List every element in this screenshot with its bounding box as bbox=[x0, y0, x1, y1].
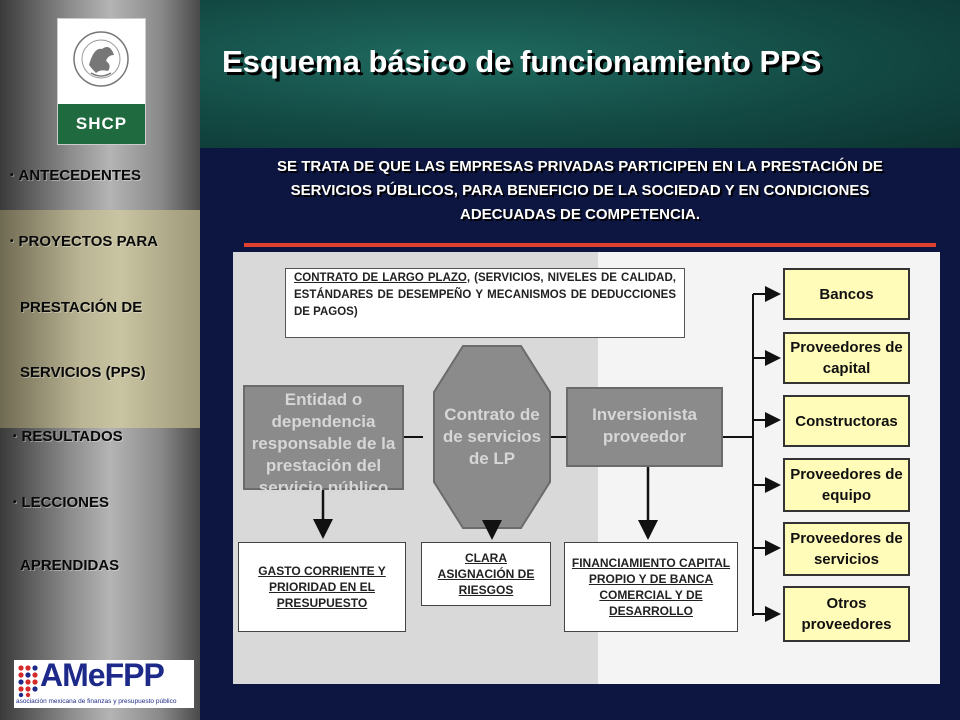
contract-note: CONTRATO DE LARGO PLAZO, (SERVICIOS, NIV… bbox=[285, 268, 685, 338]
nav-item-pps-line3[interactable]: SERVICIOS (PPS) bbox=[10, 364, 146, 381]
nav-label: SERVICIOS (PPS) bbox=[20, 364, 146, 381]
provider-label: Bancos bbox=[819, 285, 874, 303]
entity-line: servicio público bbox=[258, 478, 389, 497]
entity-box: Entidad o dependencia responsable de la … bbox=[243, 385, 404, 497]
shcp-logo-text: SHCP bbox=[58, 104, 145, 144]
provider-label: Otros proveedores bbox=[801, 595, 892, 633]
intro-line: SERVICIOS PÚBLICOS, PARA BENEFICIO DE LA… bbox=[290, 182, 870, 199]
page-title: Esquema básico de funcionamiento PPS bbox=[222, 44, 822, 79]
nav-item-lecciones[interactable]: • LECCIONES bbox=[13, 494, 109, 511]
header bbox=[200, 0, 960, 148]
bullet-icon: • bbox=[13, 497, 17, 508]
provider-label: Proveedores de capital bbox=[790, 339, 903, 377]
provider-label: Constructoras bbox=[795, 412, 898, 430]
investor-line: proveedor bbox=[602, 427, 687, 446]
amefpp-logo: AMeFPP asociación mexicana de finanzas y… bbox=[14, 657, 194, 708]
riesgos-box: CLARA ASIGNACIÓN DE RIESGOS bbox=[421, 542, 551, 606]
investor-line: Inversionista bbox=[592, 405, 697, 424]
provider-bancos: Bancos bbox=[783, 268, 910, 320]
mexican-seal-icon bbox=[73, 31, 129, 87]
amefpp-tagline: asociación mexicana de finanzas y presup… bbox=[16, 698, 177, 705]
financiamiento-text: FINANCIAMIENTO CAPITAL PROPIO Y DE BANCA… bbox=[571, 556, 731, 618]
intro-text: SE TRATA DE QUE LAS EMPRESAS PRIVADAS PA… bbox=[210, 155, 950, 227]
contract-hexagon bbox=[433, 345, 551, 529]
provider-label: Proveedores de servicios bbox=[790, 530, 903, 568]
entity-line: dependencia bbox=[271, 412, 376, 431]
gasto-text: GASTO CORRIENTE Y PRIORIDAD EN EL PRESUP… bbox=[258, 564, 386, 610]
nav-item-pps[interactable]: • PROYECTOS PARA bbox=[10, 233, 158, 250]
contract-note-heading: CONTRATO DE LARGO PLAZO, bbox=[294, 272, 471, 284]
entity-line: responsable de la bbox=[251, 434, 396, 453]
nav-label: LECCIONES bbox=[21, 494, 110, 511]
amefpp-dots-icon bbox=[18, 665, 38, 698]
investor-box: Inversionista proveedor bbox=[566, 387, 723, 467]
provider-otros: Otros proveedores bbox=[783, 586, 910, 642]
sidebar: SHCP • ANTECEDENTES • PROYECTOS PARA PREST… bbox=[0, 0, 200, 720]
nav-label: ANTECEDENTES bbox=[18, 167, 142, 184]
provider-equipo: Proveedores de equipo bbox=[783, 458, 910, 512]
contract-line: de servicios bbox=[442, 427, 542, 446]
nav-item-pps-line2[interactable]: PRESTACIÓN DE bbox=[10, 299, 142, 316]
contract-line: de LP bbox=[468, 449, 516, 468]
bottom-bar bbox=[200, 686, 960, 720]
nav-item-antecedentes[interactable]: • ANTECEDENTES bbox=[10, 167, 141, 184]
nav-item-resultados[interactable]: • RESULTADOS bbox=[13, 428, 123, 445]
amefpp-name: AMeFPP bbox=[40, 657, 165, 693]
nav-label: RESULTADOS bbox=[21, 428, 123, 445]
riesgos-text: CLARA ASIGNACIÓN DE RIESGOS bbox=[437, 551, 535, 597]
financiamiento-box: FINANCIAMIENTO CAPITAL PROPIO Y DE BANCA… bbox=[564, 542, 738, 632]
nav-highlight bbox=[0, 210, 200, 428]
red-divider bbox=[244, 243, 936, 247]
nav-label: APRENDIDAS bbox=[20, 557, 120, 574]
provider-servicios: Proveedores de servicios bbox=[783, 522, 910, 576]
provider-label: Proveedores de equipo bbox=[790, 466, 903, 504]
contract-note-body: (SERVICIOS, NIVELES DE CALIDAD, ESTÁNDAR… bbox=[294, 272, 676, 318]
bullet-icon: • bbox=[10, 236, 14, 247]
bullet-icon: • bbox=[10, 170, 14, 181]
nav-label: PROYECTOS PARA bbox=[18, 233, 158, 250]
diagram-connectors bbox=[313, 286, 781, 622]
pps-diagram: CONTRATO DE LARGO PLAZO, (SERVICIOS, NIV… bbox=[233, 252, 940, 684]
provider-constructoras: Constructoras bbox=[783, 395, 910, 447]
provider-capital: Proveedores de capital bbox=[783, 332, 910, 384]
nav-item-lecciones-line2[interactable]: APRENDIDAS bbox=[10, 557, 119, 574]
shcp-logo: SHCP bbox=[57, 18, 146, 145]
gasto-box: GASTO CORRIENTE Y PRIORIDAD EN EL PRESUP… bbox=[238, 542, 406, 632]
entity-line: prestación del bbox=[265, 456, 382, 475]
contract-label: Contrato de de servicios de LP bbox=[434, 404, 550, 470]
intro-line: SE TRATA DE QUE LAS EMPRESAS PRIVADAS PA… bbox=[277, 158, 883, 175]
contract-line: Contrato de bbox=[444, 405, 540, 424]
intro-line: ADECUADAS DE COMPETENCIA. bbox=[459, 206, 700, 223]
entity-line: Entidad o bbox=[284, 390, 363, 409]
bullet-icon: • bbox=[13, 431, 17, 442]
nav-label: PRESTACIÓN DE bbox=[20, 299, 143, 316]
